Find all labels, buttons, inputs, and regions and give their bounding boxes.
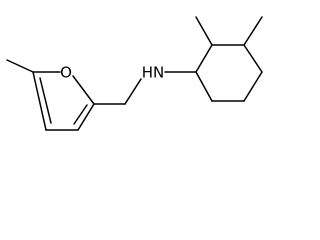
bond-ch2-n bbox=[124, 78, 142, 105]
bond-c4-c5 bbox=[32, 71, 47, 131]
oxygen-atom-label: O bbox=[60, 64, 72, 82]
amine-atom-label: HN bbox=[142, 64, 165, 82]
bond-ring-6-1 bbox=[195, 71, 213, 102]
bond-methyl-c2 bbox=[195, 16, 213, 46]
bond-ring-1-2 bbox=[195, 44, 213, 73]
bond-o1-c2 bbox=[72, 75, 95, 105]
chemical-structure: O HN bbox=[6, 16, 263, 131]
bond-ring-4-5 bbox=[243, 71, 263, 102]
bond-c2-c3 bbox=[77, 103, 95, 131]
bond-c2-c3-inner bbox=[73, 104, 88, 125]
bond-methyl-c3 bbox=[243, 16, 263, 46]
bond-layer bbox=[6, 16, 263, 131]
bond-methyl-furan bbox=[6, 59, 34, 73]
bond-ring-3-4 bbox=[243, 44, 263, 73]
bond-c4-c5-inner bbox=[39, 77, 52, 124]
